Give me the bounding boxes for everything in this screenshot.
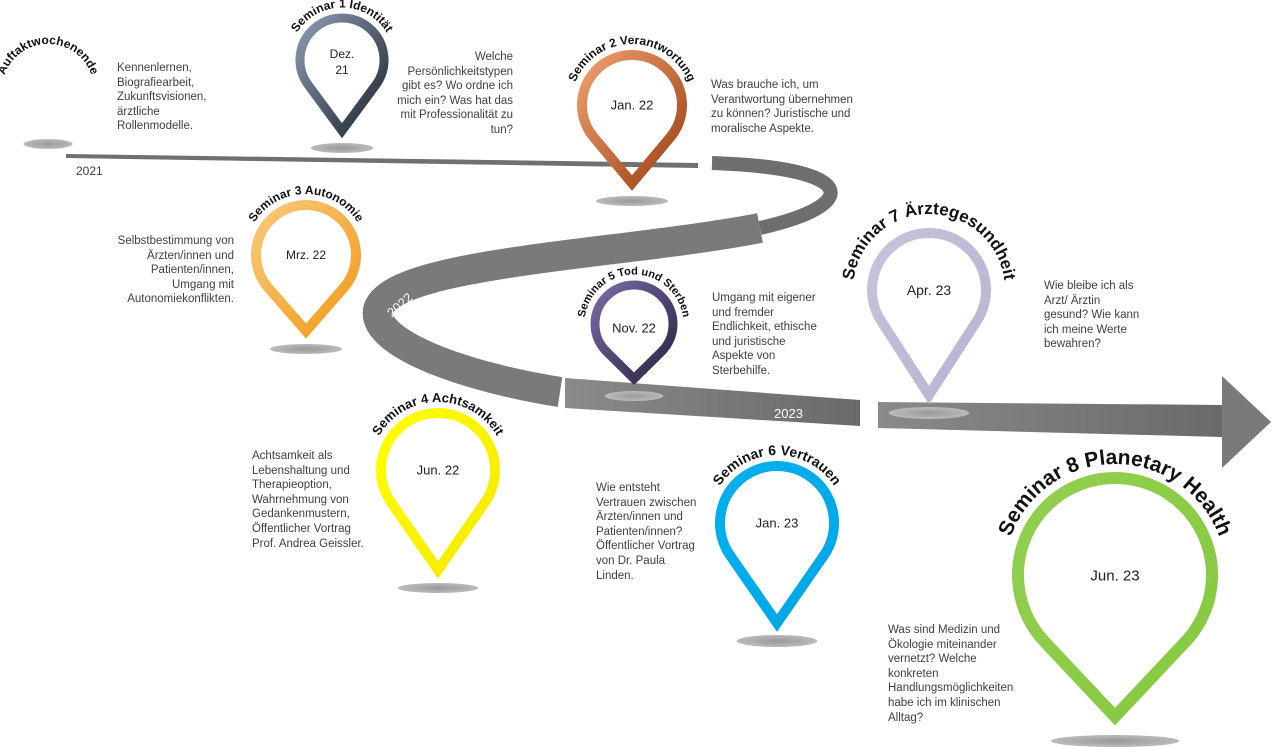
event-title: Auftaktwochenende — [0, 33, 102, 77]
pin-shadow — [888, 407, 970, 419]
pin-shadow — [270, 344, 342, 354]
event-date: Jan. 23 — [756, 516, 799, 531]
event-date-year: 21 — [335, 63, 349, 77]
year-2021-label: 2021 — [76, 164, 103, 178]
event-description-auftakt: Kennenlernen, Biografiearbeit, Zukunftsv… — [117, 62, 207, 133]
pin-shadow — [397, 583, 479, 593]
map-pin-icon — [295, 13, 389, 139]
map-pin-icon — [1012, 472, 1218, 726]
pin-shadow — [1050, 735, 1180, 747]
event-date: Jun. 23 — [1090, 567, 1139, 584]
map-pin-icon — [251, 200, 361, 339]
map-pin-icon — [867, 228, 991, 405]
event-date: Jun. 22 — [417, 463, 460, 478]
event-title-text: Seminar 7 Ärztegesundheit — [839, 199, 1020, 282]
event-description-seminar-8: Was sind Medizin und Ökologie miteinande… — [888, 624, 1014, 724]
event-description-seminar-6: Wie entsteht Vertrauen zwischen Ärzten/i… — [596, 482, 697, 582]
event-description-seminar-3: Selbstbestimmung von Ärzten/innen und Pa… — [117, 235, 234, 306]
road-2023-segment — [565, 378, 860, 426]
year-2023-label: 2023 — [774, 406, 803, 421]
map-pin-icon — [376, 408, 500, 579]
event-title: Seminar 7 Ärztegesundheit — [839, 199, 1020, 282]
pin-shadow — [604, 391, 664, 401]
event-date: Dez. — [330, 47, 355, 61]
map-pin-icon — [577, 50, 687, 191]
pin-shadow — [23, 139, 73, 149]
event-pin-0: Auftaktwochenende — [0, 33, 102, 149]
pin-shadow — [736, 635, 818, 647]
pin-shadow — [596, 196, 668, 206]
event-date: Nov. 22 — [612, 321, 656, 336]
map-pin-icon — [590, 280, 678, 386]
event-description-seminar-5: Umgang mit eigener und fremder Endlichke… — [712, 292, 817, 377]
event-description-seminar-1: Welche Persönlichkeitstypen gibt es? Wo … — [397, 51, 513, 136]
event-description-seminar-7: Wie bleibe ich als Arzt/ Ärztin gesund? … — [1044, 280, 1140, 351]
event-date: Apr. 23 — [907, 282, 952, 298]
road-curve-upper — [711, 156, 838, 235]
pin-shadow — [310, 143, 374, 153]
road-2021-line — [66, 154, 698, 168]
event-title-text: Auftaktwochenende — [0, 33, 102, 77]
event-description-seminar-2: Was brauche ich, um Verantwortung überne… — [711, 79, 853, 135]
map-pin-icon — [715, 461, 839, 632]
event-date: Mrz. 22 — [286, 248, 326, 262]
arrow-head — [1222, 376, 1271, 468]
event-description-seminar-4: Achtsamkeit als Lebenshaltung und Therap… — [252, 450, 364, 550]
road-curve-lower — [362, 213, 763, 407]
event-date: Jan. 22 — [611, 98, 654, 113]
